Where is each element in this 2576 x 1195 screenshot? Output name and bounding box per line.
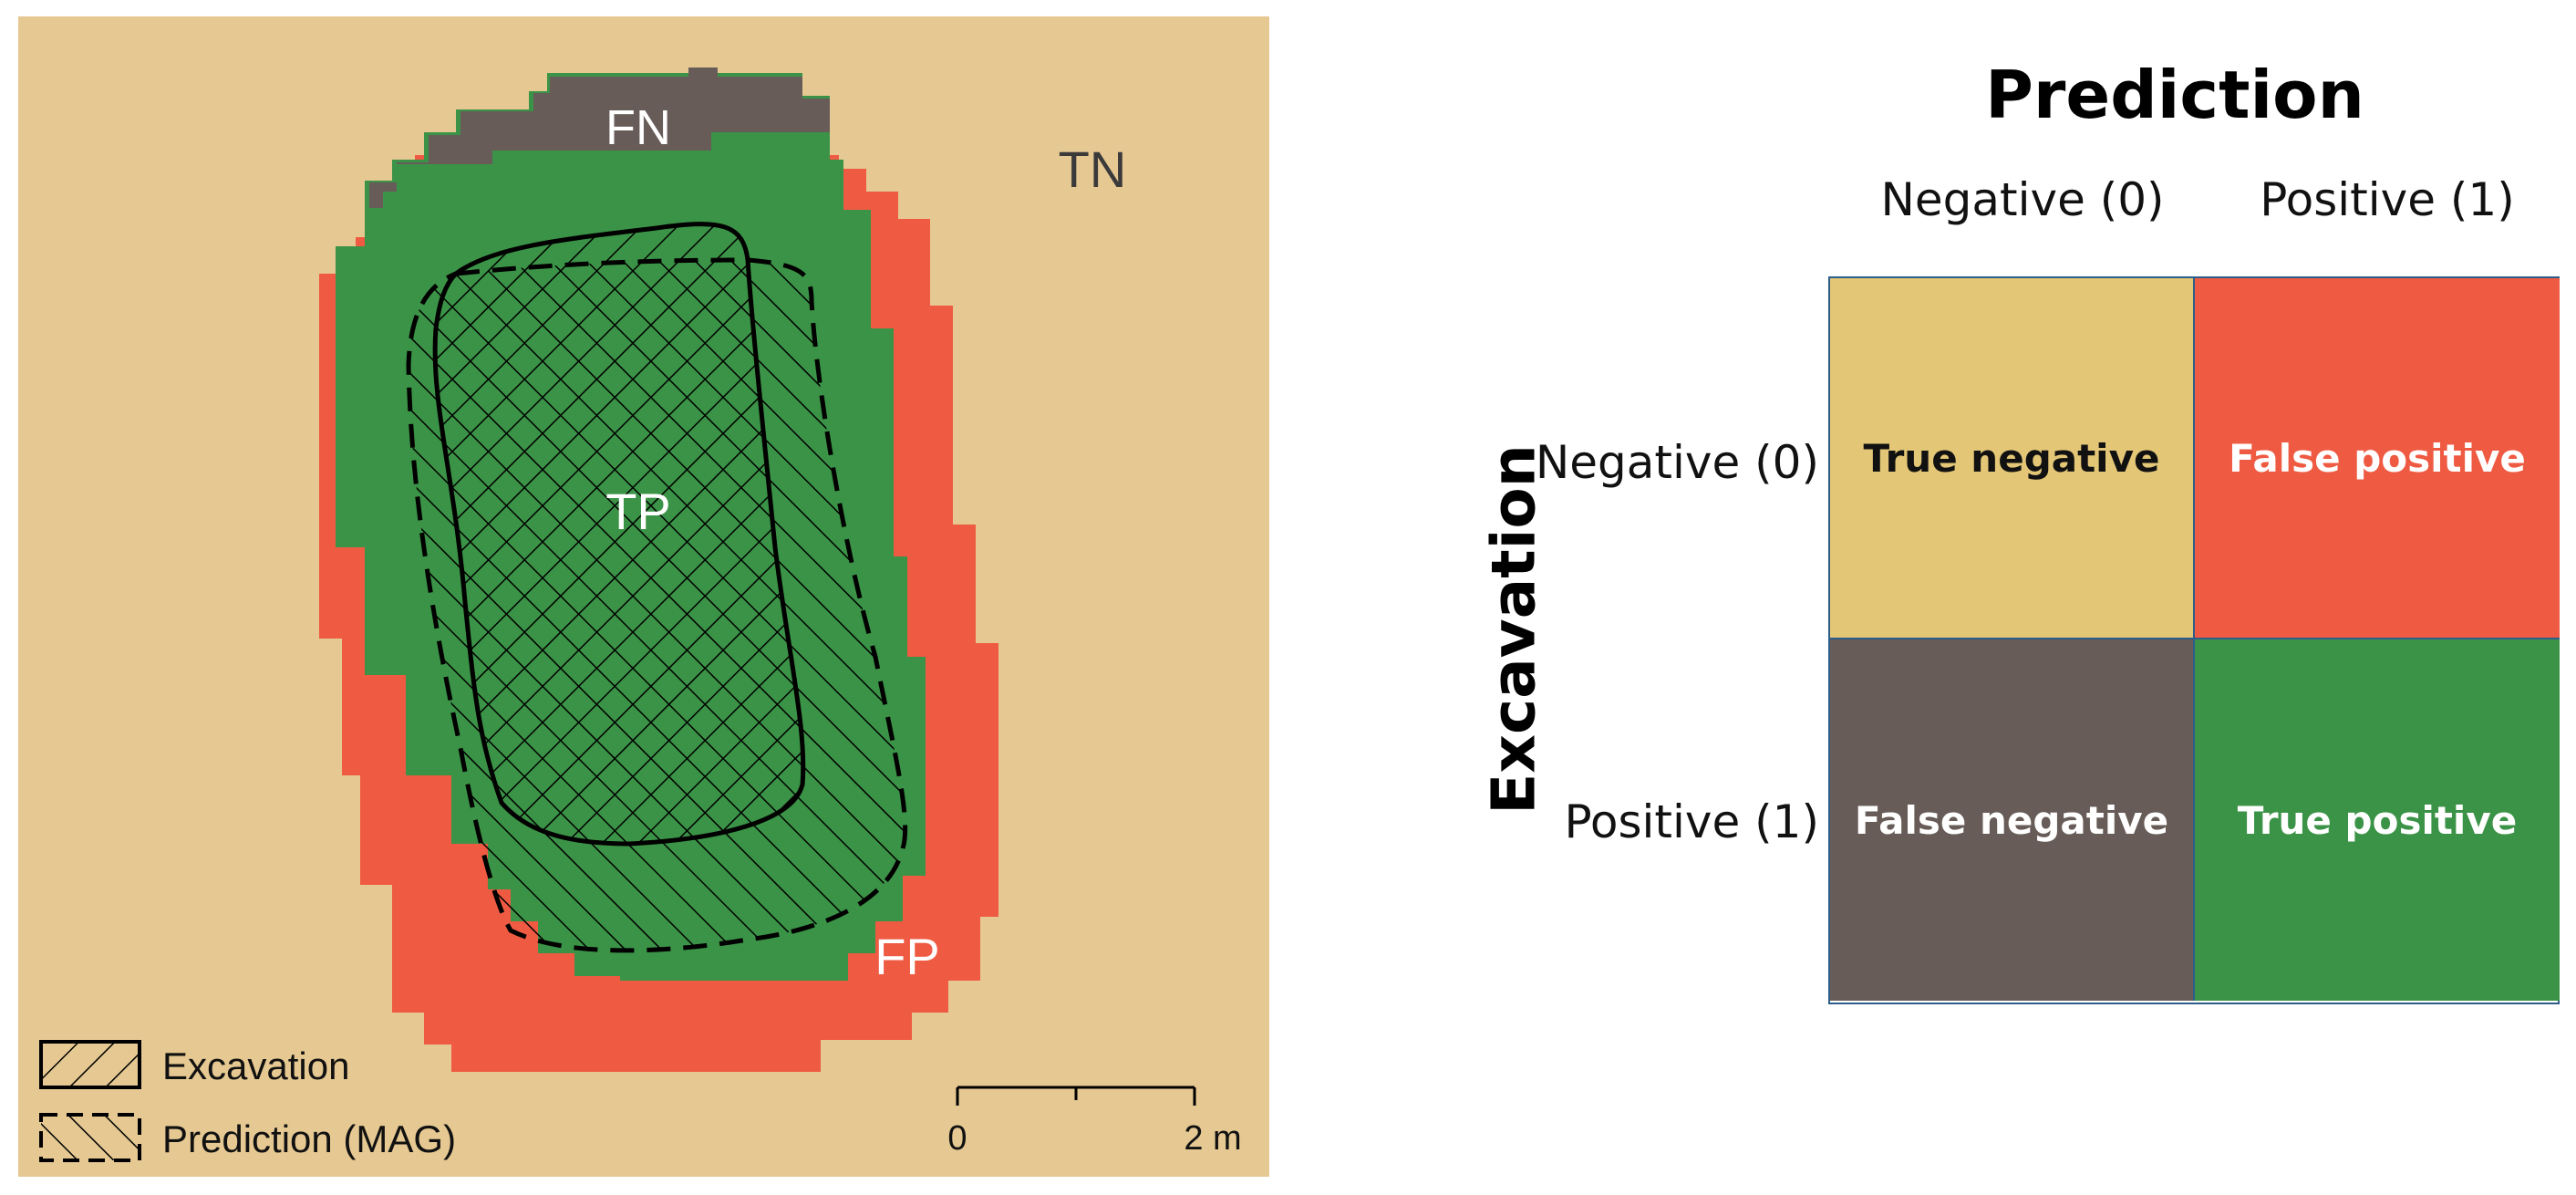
false-negative-region [369, 77, 830, 208]
legend-prediction-label: Prediction (MAG) [162, 1117, 456, 1160]
cell-false-positive: False positive [2195, 278, 2560, 639]
column-label-negative: Negative (0) [1880, 173, 2165, 226]
row-label-negative: Negative (0) [1535, 436, 1819, 489]
legend-prediction-swatch [39, 1113, 141, 1162]
legend-excavation-swatch [39, 1040, 141, 1089]
cell-true-negative: True negative [1830, 278, 2195, 639]
scale-bar: 0 2 m [947, 1086, 1242, 1158]
column-label-positive: Positive (1) [2260, 173, 2515, 226]
prediction-outline [406, 257, 908, 953]
row-label-positive: Positive (1) [1564, 795, 1819, 848]
legend-excavation-label: Excavation [162, 1044, 349, 1087]
classification-map: FN TN TP FP Excavation Prediction (MAG) … [0, 0, 1277, 1195]
label-fp: FP [874, 928, 940, 985]
cell-true-positive: True positive [2195, 639, 2560, 1001]
cell-false-negative: False negative [1830, 639, 2195, 1001]
label-fn: FN [605, 100, 671, 155]
map-legend: Excavation Prediction (MAG) [39, 1040, 456, 1162]
prediction-axis-title: Prediction [1985, 57, 2364, 133]
scale-bar-end: 2 m [1184, 1119, 1241, 1158]
excavation-axis-title: Excavation [1478, 444, 1549, 815]
confusion-matrix-panel: Prediction Negative (0) Positive (1) Exc… [1277, 0, 2576, 1195]
label-tn: TN [1059, 140, 1127, 198]
label-tp: TP [605, 483, 671, 540]
scale-bar-start: 0 [947, 1119, 967, 1158]
confusion-matrix: True negative False positive False negat… [1828, 276, 2560, 1004]
